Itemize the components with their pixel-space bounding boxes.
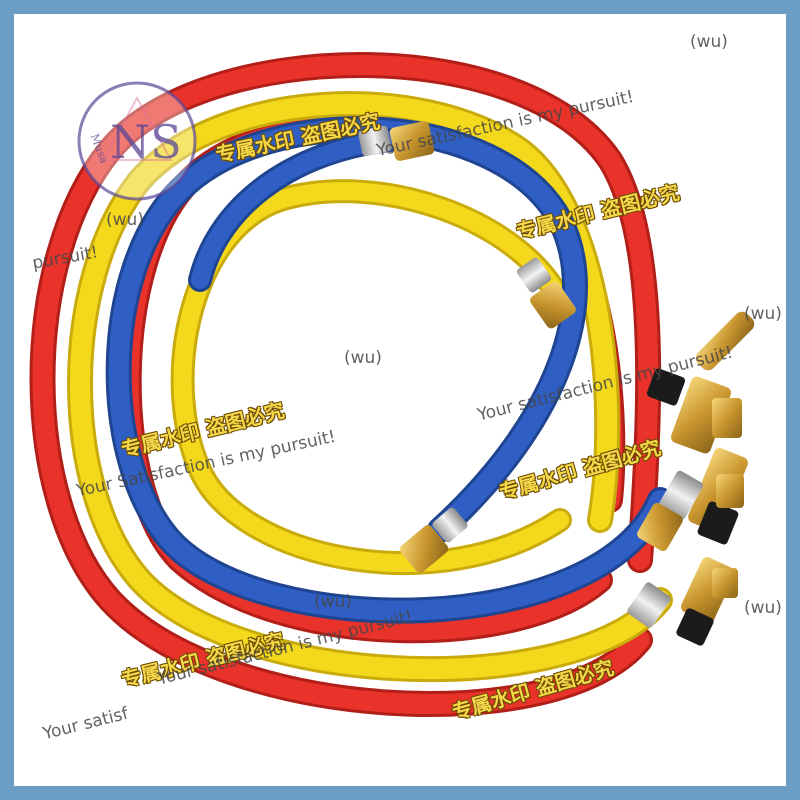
valve-assembly	[627, 311, 755, 646]
watermark-en: (wu)	[690, 32, 728, 52]
fitting-mid	[516, 257, 576, 329]
hoses-photo	[29, 52, 755, 717]
fitting-low	[399, 507, 468, 573]
fitting-top	[358, 121, 435, 161]
ns-logo: NS	[76, 80, 198, 202]
watermark-en: (wu)	[744, 304, 782, 324]
watermark-en: (wu)	[744, 598, 782, 618]
svg-text:NS: NS	[110, 115, 182, 169]
blue-hose	[105, 116, 673, 624]
watermark-en: (wu)	[344, 348, 382, 368]
watermark-en: (wu)	[314, 592, 352, 612]
watermark-en: (wu)	[106, 210, 144, 230]
